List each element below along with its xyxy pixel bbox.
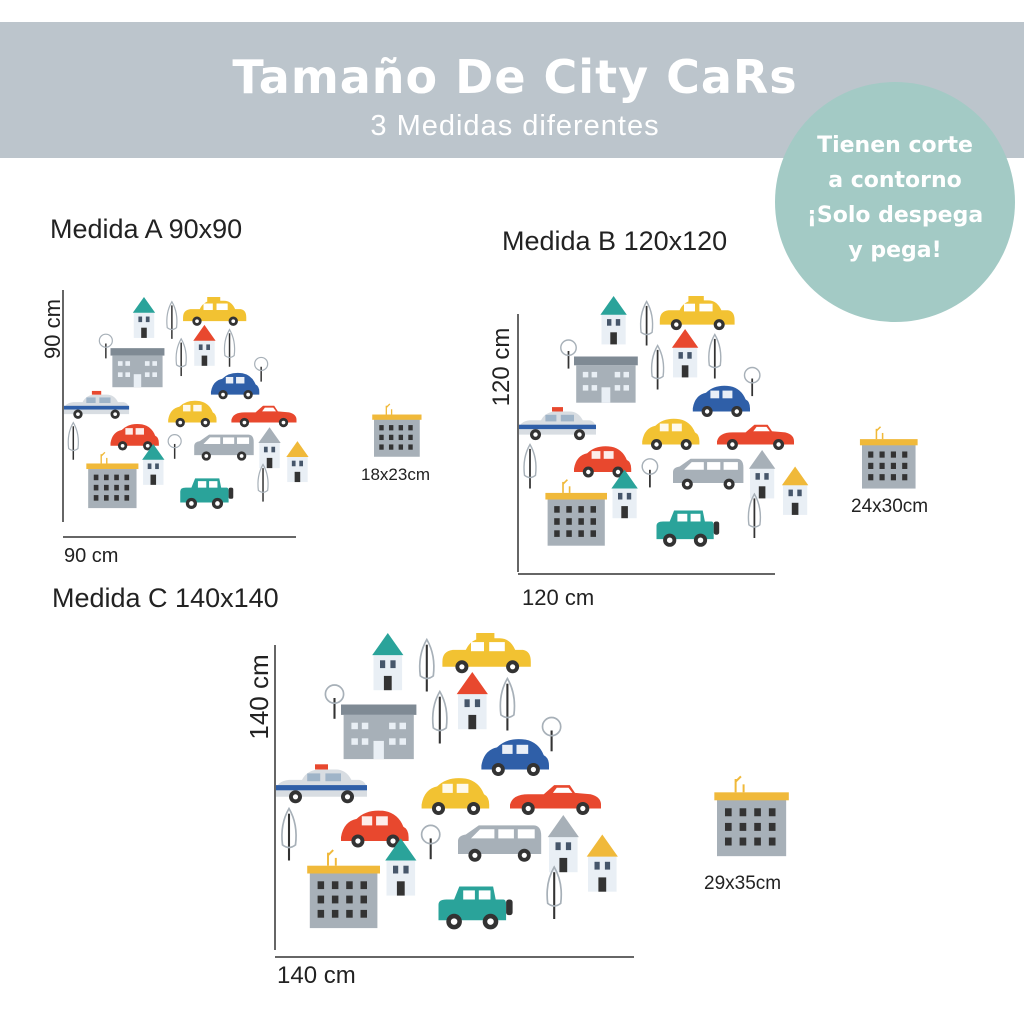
sample-building-a — [371, 403, 423, 458]
building-size-label-a: 18x23cm — [361, 465, 430, 484]
badge-line: Tienen corte — [817, 133, 973, 158]
info-badge — [775, 82, 1015, 322]
heading-size-a: Medida A 90x90 — [50, 214, 243, 244]
badge-line: ¡Solo despega — [806, 203, 984, 228]
scene-c — [276, 633, 618, 929]
width-label-b: 120 cm — [522, 585, 595, 610]
badge-text: Tienen corte a contorno ¡Solo despega y … — [775, 128, 1015, 268]
page-subtitle: 3 Medidas diferentes — [370, 110, 660, 142]
building-size-label-b: 24x30cm — [851, 496, 929, 517]
width-label-c: 140 cm — [277, 962, 356, 989]
sample-building-c — [713, 775, 790, 858]
heading-size-b: Medida B 120x120 — [502, 226, 728, 256]
width-label-a: 90 cm — [64, 545, 119, 567]
badge-line: y pega! — [848, 238, 942, 263]
heading-size-c: Medida C 140x140 — [52, 583, 279, 613]
building-size-label-c: 29x35cm — [704, 873, 782, 894]
sample-building-b — [859, 425, 919, 490]
scene-b — [519, 296, 808, 547]
scene-a — [64, 297, 309, 509]
badge-line: a contorno — [828, 168, 962, 193]
page-title: Tamaño De City CaRs — [232, 50, 798, 104]
